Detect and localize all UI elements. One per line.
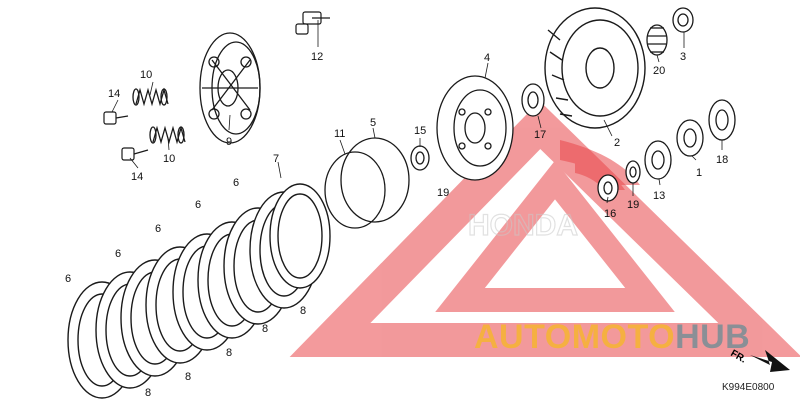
callout-12: 12 [311, 51, 323, 63]
callout-20: 20 [653, 65, 665, 77]
callout-8b: 8 [185, 371, 191, 383]
callout-9: 9 [226, 136, 232, 148]
clutch-plate-stack [67, 183, 331, 399]
callout-1: 1 [696, 167, 702, 179]
diagram-code: K994E0800 [722, 382, 775, 393]
honda-wing-logo-icon: HONDA [467, 140, 640, 243]
callout-6a: 6 [65, 273, 71, 285]
part-18-washer [708, 99, 736, 141]
callout-6c: 6 [155, 223, 161, 235]
part-5-ring [340, 137, 410, 223]
callout-8c: 8 [226, 347, 232, 359]
svg-text:HONDA: HONDA [468, 209, 578, 242]
part-14-bolt-lower [121, 147, 149, 161]
part-17-washer [521, 83, 545, 117]
callout-14a: 14 [108, 88, 120, 100]
part-15-nut [410, 145, 430, 171]
callout-11: 11 [334, 128, 345, 140]
part-20-needle-bearing [646, 24, 668, 56]
callout-8a: 8 [145, 387, 151, 399]
callout-3: 3 [680, 51, 686, 63]
callout-10a: 10 [140, 69, 152, 81]
part-4-clutch-center [436, 75, 514, 181]
leader-lines [111, 20, 723, 204]
part-12-pin [295, 11, 330, 35]
part-11-ring [324, 151, 386, 229]
part-19-washer [625, 160, 641, 184]
part-1-gear [676, 119, 704, 157]
part-10-spring-lower [149, 125, 186, 145]
watermark-part-b: HUB [675, 318, 751, 356]
callout-17: 17 [534, 129, 546, 141]
callout-19b: 19 [437, 187, 449, 199]
callout-18: 18 [716, 154, 728, 166]
callout-8e: 8 [300, 305, 306, 317]
callout-6b: 6 [115, 248, 121, 260]
callout-7: 7 [273, 153, 279, 165]
callout-15: 15 [414, 125, 426, 137]
callout-2: 2 [614, 137, 620, 149]
callout-14b: 14 [131, 171, 143, 183]
callout-6d: 6 [195, 199, 201, 211]
part-3-collar [672, 7, 694, 33]
callout-4: 4 [484, 52, 490, 64]
watermark-part-a: AUTOMOTO [474, 318, 676, 356]
part-14-bolt-upper [103, 111, 129, 125]
callout-13: 13 [653, 190, 665, 202]
callout-labels: 1 2 3 4 5 6 6 6 6 6 7 8 8 8 8 8 9 10 10 … [65, 51, 728, 399]
watermark-triangle [289, 100, 800, 357]
arrow-right-icon [750, 350, 790, 372]
part-16-nut [597, 174, 619, 202]
callout-19a: 19 [627, 199, 639, 211]
callout-8d: 8 [262, 323, 268, 335]
callout-16: 16 [604, 208, 616, 220]
callout-6e: 6 [233, 177, 239, 189]
watermark-text: AUTOMOTOHUB [474, 318, 750, 357]
part-13-gear [644, 140, 672, 180]
part-9-pressure-plate [199, 32, 261, 144]
callout-5: 5 [370, 117, 376, 129]
callout-10b: 10 [163, 153, 175, 165]
part-2-clutch-outer [544, 7, 646, 129]
part-10-spring-upper [132, 87, 169, 107]
